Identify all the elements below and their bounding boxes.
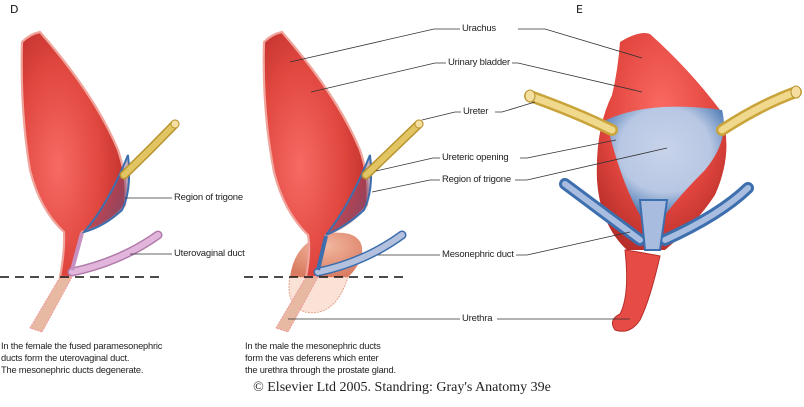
caption-male-line: In the male the mesonephric ducts bbox=[245, 341, 381, 351]
male-ureter-inner bbox=[363, 121, 422, 178]
caption-female-line: ducts form the uterovaginal duct. bbox=[1, 353, 130, 363]
female-duct-junction bbox=[70, 232, 84, 271]
adult-panel bbox=[524, 33, 802, 332]
adult-ureter-left-inner bbox=[526, 92, 616, 134]
adult-mesonephric-right-inner bbox=[662, 185, 751, 243]
copyright-credit: © Elsevier Ltd 2005. Standring: Gray's A… bbox=[253, 380, 551, 395]
label-region-of-trigone-female: Region of trigone bbox=[172, 192, 245, 203]
leader-urachus-right bbox=[518, 28, 643, 59]
panel-letter-d: D bbox=[10, 3, 19, 16]
panel-letter-e: E bbox=[576, 3, 583, 16]
leader-lines bbox=[288, 28, 668, 320]
caption-male-line: the urethra through the prostate gland. bbox=[245, 365, 396, 375]
label-ureter: Ureter bbox=[461, 106, 491, 117]
label-urachus: Urachus bbox=[460, 23, 498, 34]
adult-stem bbox=[638, 199, 669, 251]
caption-male-line: form the vas deferens which enter bbox=[245, 353, 379, 363]
adult-ureter-right-inner bbox=[718, 88, 800, 134]
adult-urethra bbox=[611, 249, 661, 332]
female-ureter-opening bbox=[170, 119, 180, 129]
label-urinary-bladder: Urinary bladder bbox=[446, 57, 512, 68]
caption-female-line: The mesonephric ducts degenerate. bbox=[1, 365, 144, 375]
label-uterovaginal-duct: Uterovaginal duct bbox=[172, 248, 247, 259]
caption-female-line: In the female the fused paramesonephric bbox=[1, 341, 163, 351]
adult-trigone bbox=[606, 106, 724, 215]
leader-mesonephric-right bbox=[512, 231, 631, 256]
label-mesonephric-duct: Mesonephric duct bbox=[440, 249, 516, 260]
female-urethra-lower bbox=[29, 276, 73, 333]
leader-ureteric-opening-right bbox=[520, 139, 617, 159]
male-panel bbox=[244, 30, 424, 333]
leader-ureteric-opening bbox=[375, 157, 442, 172]
leader-trigone-right bbox=[515, 147, 668, 181]
adult-ureter-right-opening bbox=[790, 85, 802, 99]
adult-ureter-left-opening bbox=[524, 89, 536, 103]
caption-male: In the male the mesonephric ducts form t… bbox=[245, 340, 396, 376]
female-uterovaginal-inner bbox=[69, 232, 161, 275]
leader-trigone bbox=[371, 179, 442, 193]
adult-mesonephric-left-inner bbox=[562, 181, 643, 243]
female-ureter-inner bbox=[121, 121, 178, 178]
female-panel bbox=[0, 30, 180, 333]
leader-ureter-right bbox=[495, 101, 536, 113]
male-ureter-opening bbox=[414, 119, 424, 129]
leader-ureter bbox=[421, 111, 462, 121]
male-mesonephric-inner bbox=[315, 232, 405, 275]
male-trigone bbox=[325, 154, 373, 236]
leader-urachus bbox=[289, 28, 460, 63]
caption-female: In the female the fused paramesonephric … bbox=[1, 340, 162, 376]
label-urethra: Urethra bbox=[460, 313, 495, 324]
leader-bladder bbox=[310, 62, 450, 93]
label-region-of-trigone: Region of trigone bbox=[440, 174, 513, 185]
female-trigone bbox=[80, 154, 131, 234]
female-bladder bbox=[20, 30, 127, 279]
label-ureteric-opening: Ureteric opening bbox=[440, 152, 511, 163]
male-duct-junction bbox=[316, 235, 328, 271]
